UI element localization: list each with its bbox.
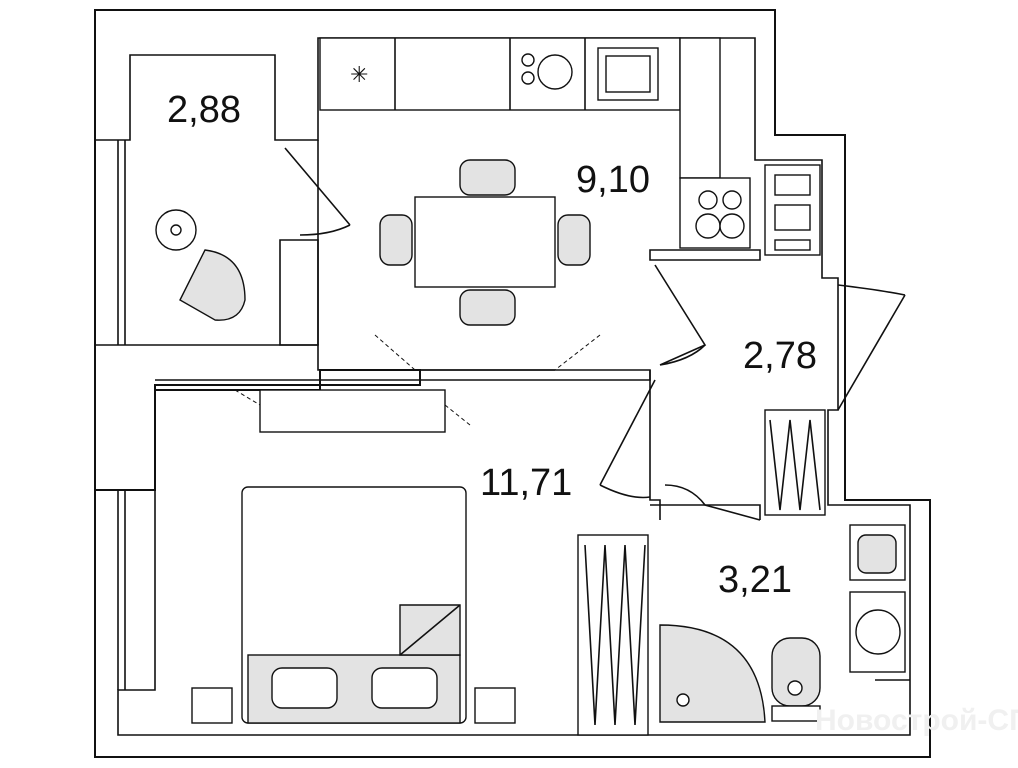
watermark: Новострой-СПб: [815, 704, 1018, 737]
bathroom-fixtures: [659, 524, 910, 723]
balcony-furniture: [155, 147, 351, 321]
room-area-kitchen: 9,10: [576, 159, 650, 201]
fridge-icon: ✳: [350, 62, 368, 87]
room-area-bedroom: 11,71: [480, 462, 572, 504]
bedroom-furniture: [191, 379, 656, 736]
room-area-hallway: 2,78: [743, 335, 817, 377]
hallway-furniture: [654, 264, 906, 521]
room-area-balcony: 2,88: [167, 89, 241, 131]
kitchen-furniture: ✳: [234, 37, 821, 433]
room-area-bathroom: 3,21: [718, 559, 792, 601]
